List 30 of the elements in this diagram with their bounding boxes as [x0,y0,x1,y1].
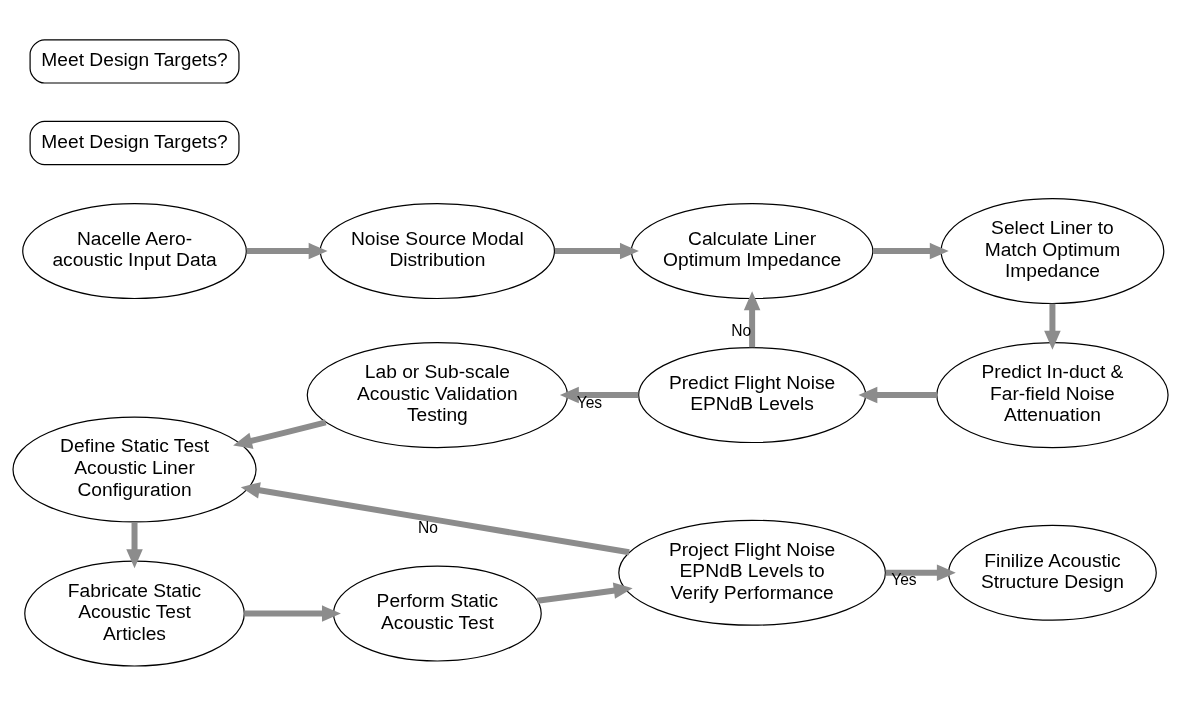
arrow [126,522,143,569]
arrow [537,582,633,604]
node-ellipse: Perform Static Acoustic Test [332,565,542,662]
arrow [240,482,630,556]
edge-label: No [731,321,752,339]
node-ellipse: Noise Source Modal Distribution [319,203,556,300]
arrow [233,419,327,449]
edge-label: Yes [891,571,917,589]
node-ellipse: Finilize Acoustic Structure Design [948,524,1157,621]
arrow [858,386,937,404]
node-ellipse: Select Liner to Match Optimum Impedance [940,198,1165,305]
node-ellipse: Predict In-duct & Far-field Noise Attenuation [936,342,1169,449]
arrow [885,564,956,582]
node-ellipse: Lab or Sub-scale Acoustic Validation Testing [306,342,569,449]
node-ellipse: Project Flight Noise EPNdB Levels to Verify Performance [618,519,886,626]
arrow [244,605,341,622]
arrow [559,386,639,404]
arrow [743,291,761,348]
edge-label: No [418,518,439,536]
node-ellipse: Nacelle Aero-acoustic Input Data [22,203,247,300]
node-ellipse: Calculate Liner Optimum Impedance [630,203,874,300]
arrow [554,242,639,260]
node-box: Meet Design Targets? [29,120,240,166]
arrow [873,242,949,260]
arrow [246,242,328,260]
edge-label: Yes [576,393,603,411]
node-box: Meet Design Targets? [29,39,240,84]
arrow [1044,303,1061,350]
node-ellipse: Predict Flight Noise EPNdB Levels [638,347,867,444]
node-ellipse: Fabricate Static Acoustic Test Articles [24,560,245,667]
